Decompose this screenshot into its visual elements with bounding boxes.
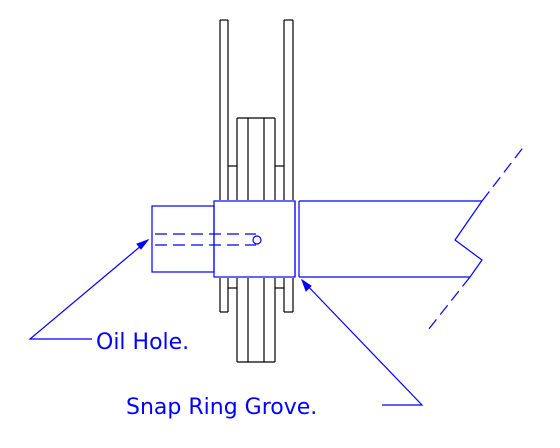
snap-ring-leader [301, 278, 424, 406]
lower-gear-stack [219, 278, 294, 363]
oil-hole-label: Oil Hole. [96, 330, 189, 355]
oil-hole-leader [28, 238, 150, 340]
shaft [151, 200, 482, 278]
break-line [427, 144, 526, 331]
snap-ring-label: Snap Ring Grove. [126, 395, 317, 420]
oil-hole-passage [155, 233, 262, 246]
upper-gear-stack [219, 19, 294, 200]
